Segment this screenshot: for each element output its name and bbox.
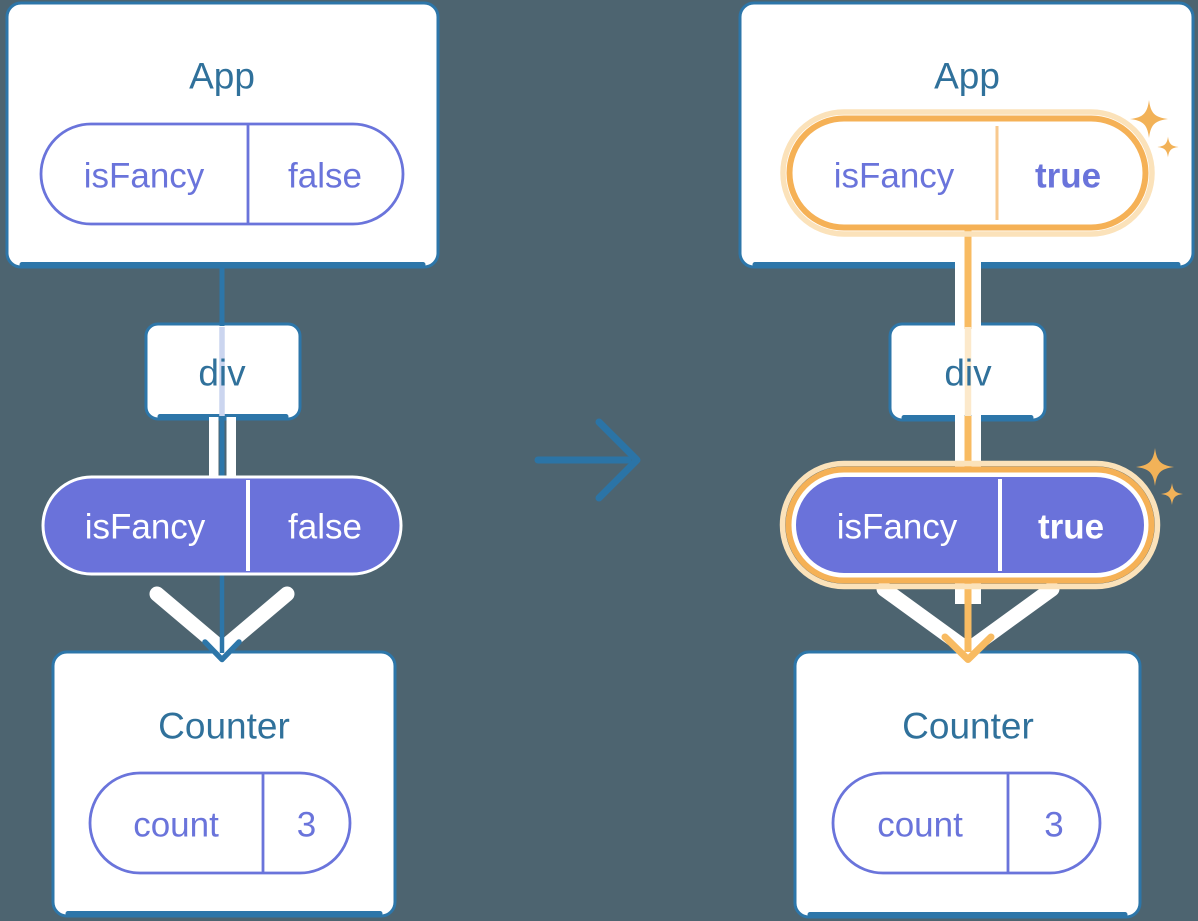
state-name-label: count <box>877 806 963 845</box>
state-value-label: 3 <box>297 806 316 845</box>
after-tree: App isFancy true div isFancy true Counte… <box>738 1 1195 919</box>
arrowhead-icon <box>202 639 242 663</box>
passed-prop-name-label: isFancy <box>837 508 958 547</box>
passed-prop-name-label: isFancy <box>85 508 206 547</box>
before-tree: App isFancy false div isFancy false Coun… <box>5 1 440 918</box>
prop-value-label: true <box>1035 157 1101 196</box>
prop-value-label: false <box>288 157 362 196</box>
state-name-label: count <box>133 806 219 845</box>
highlight-glow-ring <box>780 109 1155 237</box>
sparkle-icon <box>1130 100 1168 138</box>
sparkle-icon <box>1161 483 1183 505</box>
arrow-shaft-right-band <box>226 417 236 481</box>
arrow-shaft-right-band <box>971 576 981 604</box>
div-label: div <box>944 353 992 394</box>
app-title: App <box>189 56 255 97</box>
counter-state-pill <box>88 771 352 875</box>
passed-prop-pill <box>41 475 403 576</box>
prop-name-label: isFancy <box>834 157 955 196</box>
arrow-shaft-left-band <box>209 417 219 481</box>
arrow-right-head-icon <box>595 418 641 502</box>
passed-prop-value-label: false <box>288 508 362 547</box>
highlight-glow-ring <box>779 460 1161 590</box>
state-value-label: 3 <box>1044 806 1063 845</box>
div-label: div <box>198 353 246 394</box>
sparkle-icon <box>1136 448 1174 486</box>
passed-prop-value-label: true <box>1038 508 1104 547</box>
counter-title: Counter <box>902 706 1034 747</box>
arrow-shaft-right-band <box>971 254 981 481</box>
arrow-shaft-left-band <box>955 576 965 604</box>
app-title: App <box>934 56 1000 97</box>
sparkle-icon <box>1157 136 1179 158</box>
arrowhead-icon <box>941 633 995 663</box>
arrow-shaft-left-band <box>955 254 965 481</box>
counter-title: Counter <box>158 706 290 747</box>
app-prop-pill <box>39 122 405 226</box>
prop-name-label: isFancy <box>84 157 205 196</box>
counter-state-pill <box>831 771 1102 875</box>
app-prop-pill <box>786 115 1149 231</box>
transition-arrow <box>534 418 641 502</box>
passed-prop-pill <box>793 474 1147 576</box>
